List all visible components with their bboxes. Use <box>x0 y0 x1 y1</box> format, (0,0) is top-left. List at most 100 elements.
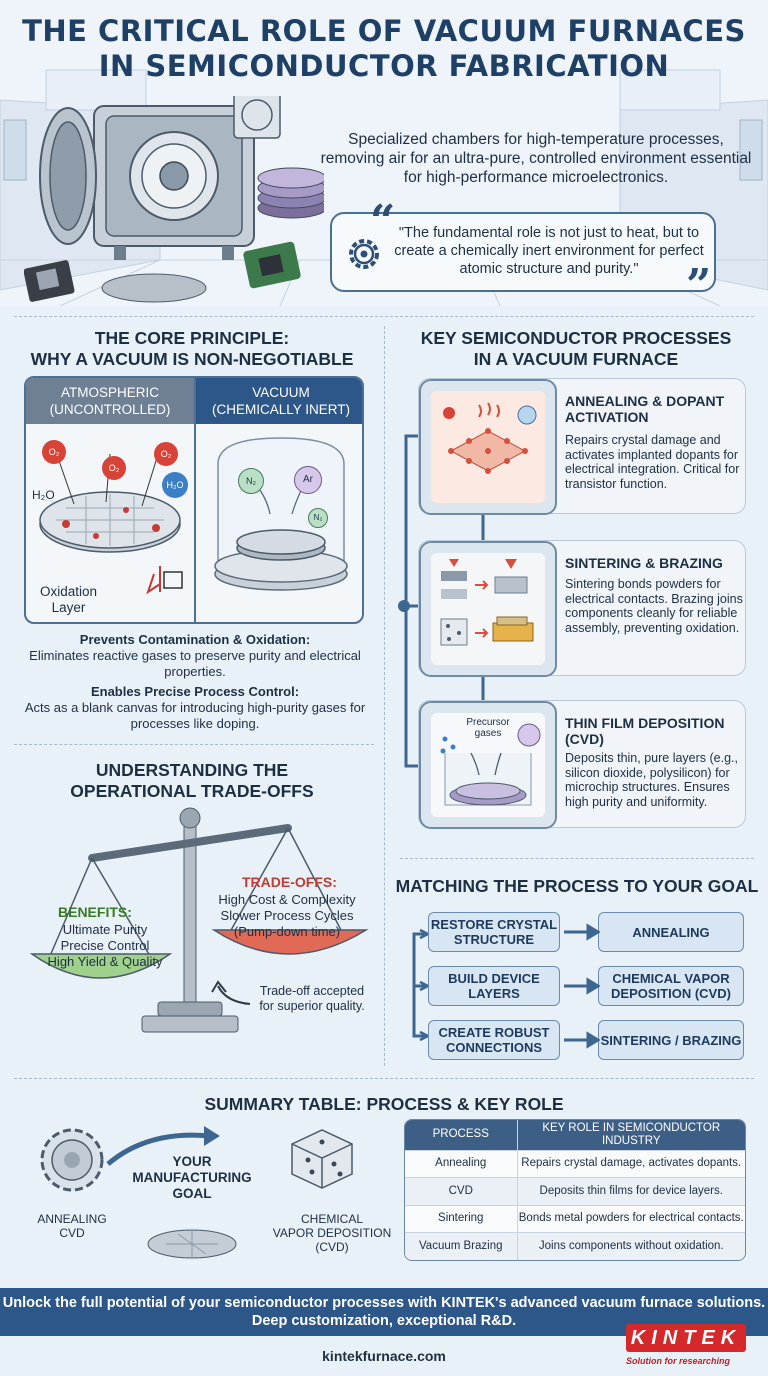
gear-icon <box>349 239 379 269</box>
molecule-n2-2: N₂ <box>308 508 328 528</box>
annealing-image <box>419 379 557 515</box>
table-row: Sintering Bonds metal powders for electr… <box>405 1204 745 1233</box>
goal-restore-crystal: RESTORE CRYSTAL STRUCTURE <box>428 912 560 952</box>
core-principle-title-line-1: THE CORE PRINCIPLE: <box>94 328 290 348</box>
title-line-1: THE CRITICAL ROLE OF VACUUM FURNACES <box>22 14 746 48</box>
process-link <box>481 512 485 704</box>
benefit-item: Precise Control <box>60 938 150 953</box>
summary-right-label: CHEMICAL VAPOR DEPOSITION (CVD) <box>262 1212 402 1254</box>
goal-robust-connections: CREATE ROBUST CONNECTIONS <box>428 1020 560 1060</box>
table-cell: CVD <box>405 1177 518 1205</box>
processes-title-line-1: KEY SEMICONDUCTOR PROCESSES <box>420 328 732 348</box>
process-card-annealing: ANNEALING & DOPANT ACTIVATION Repairs cr… <box>418 378 746 515</box>
point1-title: Prevents Contamination & Oxidation: <box>79 632 311 647</box>
table-row: Annealing Repairs crystal damage, activa… <box>405 1149 745 1178</box>
table-cell: Joins components without oxidation. <box>517 1232 745 1260</box>
summary-left-label-1: ANNEALING <box>37 1212 107 1226</box>
benefits-list: Ultimate Purity Precise Control High Yie… <box>30 922 180 970</box>
match-annealing: ANNEALING <box>598 912 744 952</box>
section-divider <box>14 316 754 317</box>
processes-title-line-2: IN A VACUUM FURNACE <box>473 349 679 369</box>
oxidation-label-line-2: Layer <box>51 600 86 615</box>
quote-text: "The fundamental role is not just to hea… <box>394 225 704 277</box>
table-cell: Bonds metal powders for electrical conta… <box>517 1204 745 1233</box>
section-divider <box>400 858 754 859</box>
precursor-gases-label: Precursor gases <box>466 717 510 739</box>
column-divider <box>384 326 385 1066</box>
title-line-2: IN SEMICONDUCTOR FABRICATION <box>98 49 670 83</box>
crystal-lattice-icon <box>431 391 545 503</box>
atmospheric-header: ATMOSPHERIC (UNCONTROLLED) <box>26 378 194 424</box>
goal-build-layers: BUILD DEVICE LAYERS <box>428 966 560 1006</box>
molecule-h2o-1: H₂O <box>32 488 55 502</box>
panel-split <box>194 378 196 622</box>
process-card-sintering: SINTERING & BRAZING Sintering bonds powd… <box>418 540 746 677</box>
benefits-title: BENEFITS: <box>58 904 132 920</box>
press-icon <box>431 553 545 665</box>
sintering-image <box>419 541 557 677</box>
atmospheric-sub: (UNCONTROLLED) <box>49 402 171 417</box>
kintek-logo: KINTEK Solution for researching <box>626 1318 758 1370</box>
process-role-table: PROCESS KEY ROLE IN SEMICONDUCTOR INDUST… <box>405 1120 745 1260</box>
tradeoffs-title-line-1: UNDERSTANDING THE <box>95 760 289 780</box>
cta-banner: Unlock the full potential of your semico… <box>0 1288 768 1336</box>
website-link[interactable]: kintekfurnace.com <box>322 1348 446 1364</box>
point2-title: Enables Precise Process Control: <box>90 684 300 699</box>
tradeoffs-title-line-2: OPERATIONAL TRADE-OFFS <box>70 781 314 801</box>
tradeoff-item: Slower Process Cycles <box>220 908 354 923</box>
core-principle-title: THE CORE PRINCIPLE: WHY A VACUUM IS NON-… <box>0 328 384 370</box>
process-card-cvd: Precursor gases THIN FILM DEPOSITION (CV… <box>418 700 746 829</box>
summary-right-label-3: (CVD) <box>315 1240 349 1254</box>
point1-text: Eliminates reactive gases to preserve pu… <box>29 648 361 679</box>
tradeoff-item: (Pump-down time) <box>233 924 341 939</box>
summary-table: PROCESS KEY ROLE IN SEMICONDUCTOR INDUST… <box>404 1119 746 1261</box>
logo-tagline: Solution for researching <box>626 1356 731 1366</box>
page-title: THE CRITICAL ROLE OF VACUUM FURNACES IN … <box>0 14 768 84</box>
oxidation-layer-label: Oxidation Layer <box>40 584 97 616</box>
benefit-item: High Yield & Quality <box>47 954 163 969</box>
balance-scale-illustration <box>29 807 369 1033</box>
point2-text: Acts as a blank canvas for introducing h… <box>24 700 366 731</box>
table-row: CVD Deposits thin films for device layer… <box>405 1177 745 1205</box>
benefit-item: Ultimate Purity <box>62 922 148 937</box>
process-title: ANNEALING & DOPANT ACTIVATION <box>565 393 725 425</box>
cvd-chamber-icon <box>431 713 545 817</box>
vacuum-furnace-illustration <box>24 96 324 303</box>
process-desc: Deposits thin, pure layers (e.g., silico… <box>565 751 738 809</box>
table-cell: Repairs crystal damage, activates dopant… <box>517 1149 745 1178</box>
process-desc: Repairs crystal damage and activates imp… <box>565 433 740 491</box>
tradeoffs-list-title: TRADE-OFFS: <box>242 874 337 890</box>
hero-section: THE CRITICAL ROLE OF VACUUM FURNACES IN … <box>0 0 768 306</box>
atmospheric-vs-vacuum-panel: ATMOSPHERIC (UNCONTROLLED) VACUUM (CHEMI… <box>24 376 364 624</box>
summary-right-label-2: VAPOR DEPOSITION <box>272 1226 392 1240</box>
open-quote-icon: “ <box>370 196 396 247</box>
table-cell: Annealing <box>405 1149 518 1178</box>
process-title: SINTERING & BRAZING <box>565 555 723 571</box>
core-principle-title-line-2: WHY A VACUUM IS NON-NEGOTIABLE <box>30 349 354 369</box>
vacuum-label: VACUUM <box>252 385 310 400</box>
section-divider <box>14 744 374 745</box>
match-sintering: SINTERING / BRAZING <box>598 1020 744 1060</box>
molecule-o2-2: O₂ <box>102 456 126 480</box>
process-desc: Sintering bonds powders for electrical c… <box>565 577 743 635</box>
oxidation-label-line-1: Oxidation <box>40 584 98 599</box>
molecule-h2o-2: H₂O <box>162 472 188 498</box>
logo-wordmark: KINTEK <box>626 1324 746 1352</box>
tradeoff-note: Trade-off accepted for superior quality. <box>259 984 365 1013</box>
tradeoffs-list: High Cost & Complexity Slower Process Cy… <box>204 892 370 940</box>
molecule-o2-1: O₂ <box>42 440 66 464</box>
matching-title: MATCHING THE PROCESS TO YOUR GOAL <box>395 876 759 896</box>
table-cell: Deposits thin films for device layers. <box>517 1177 745 1205</box>
vacuum-sub: (CHEMICALLY INERT) <box>211 402 351 417</box>
close-quote-icon: ” <box>686 260 712 306</box>
summary-illustration <box>40 1126 353 1259</box>
summary-left-label: ANNEALING CVD <box>22 1212 122 1240</box>
molecule-n2-1: N₂ <box>238 468 264 494</box>
table-header-row: PROCESS KEY ROLE IN SEMICONDUCTOR INDUST… <box>405 1120 745 1150</box>
vacuum-header: VACUUM (CHEMICALLY INERT) <box>196 378 362 424</box>
tradeoff-item: High Cost & Complexity <box>218 892 356 907</box>
cvd-image: Precursor gases <box>419 701 557 829</box>
summary-right-label-1: CHEMICAL <box>300 1212 363 1226</box>
molecule-ar: Ar <box>294 466 322 494</box>
process-title: THIN FILM DEPOSITION (CVD) <box>565 715 725 747</box>
